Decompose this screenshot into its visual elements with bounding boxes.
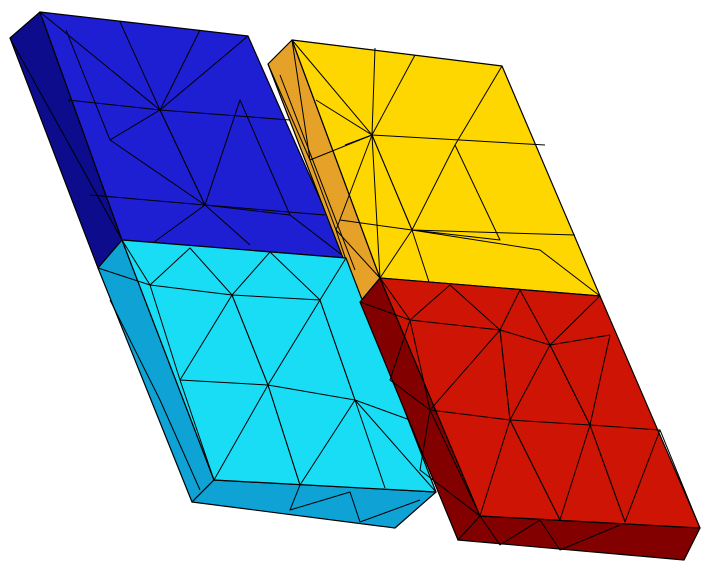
cyan-block: [97, 239, 437, 529]
red-block-mesh-line-9: [359, 301, 481, 517]
blue-block: [9, 11, 347, 269]
blue-block-mesh-line-8: [204, 204, 251, 246]
red-block-mesh-line-10: [479, 515, 621, 551]
cyan-block-mesh-line-2: [179, 379, 411, 421]
red-block: [359, 277, 701, 561]
red-block-mesh-line-7: [429, 329, 611, 426]
red-block-mesh-line-2: [429, 409, 661, 431]
red-block-mesh-line-6: [409, 284, 601, 346]
yellow-block-mesh-line-6: [411, 144, 501, 241]
red-block-mesh-line-8: [479, 419, 701, 529]
blue-block-mesh-line-2: [65, 29, 249, 141]
yellow-block-mesh-line-9: [291, 39, 381, 279]
cyan-block-mesh-line-10: [109, 299, 201, 491]
yellow-block-mesh-line-2: [315, 99, 546, 146]
yellow-block-mesh-line-5: [371, 65, 503, 231]
cyan-block-mesh-line-9: [97, 267, 151, 286]
blue-block-mesh-line-7: [159, 99, 291, 216]
yellow-block-mesh-line-10: [279, 74, 356, 271]
blue-block-mesh-line-9: [9, 37, 123, 241]
cyan-block-mesh-line-11: [289, 484, 421, 523]
yellow-block: [267, 39, 601, 303]
